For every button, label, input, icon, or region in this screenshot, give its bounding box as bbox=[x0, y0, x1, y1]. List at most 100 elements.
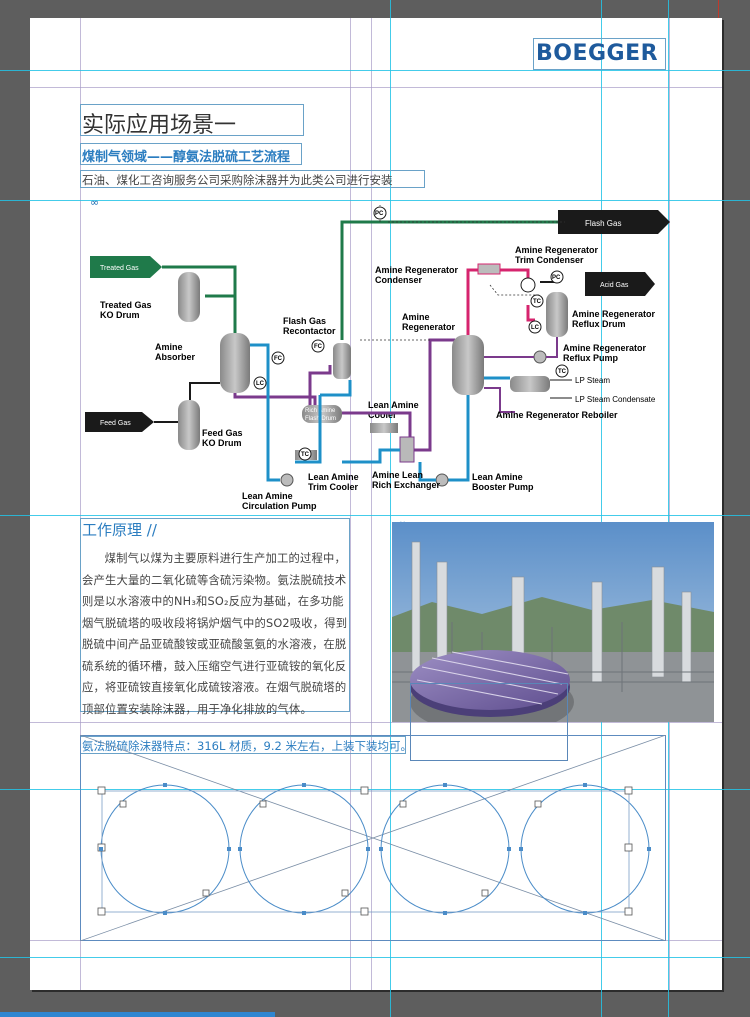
principle-frame[interactable] bbox=[80, 518, 350, 712]
tc-label-1: TC bbox=[301, 452, 310, 458]
label-recontactor-1: Flash Gas bbox=[283, 316, 326, 326]
label-treated-gas-ko-2: KO Drum bbox=[100, 310, 140, 320]
fc-instrument-1 bbox=[271, 351, 285, 365]
graphic-frame-placeholder[interactable] bbox=[80, 735, 666, 941]
plant-photo[interactable] bbox=[392, 522, 714, 722]
ruler-guide-v3[interactable] bbox=[668, 0, 669, 1017]
logo-frame[interactable] bbox=[533, 38, 666, 70]
label-acid-gas: Acid Gas bbox=[600, 282, 629, 289]
flash-gas-recontactor bbox=[333, 343, 351, 379]
tc-instrument-2 bbox=[530, 294, 544, 308]
flash-gas-arrow bbox=[558, 210, 670, 234]
lc-label-1: LC bbox=[256, 381, 265, 387]
label-booster-pump-1: Lean Amine bbox=[472, 472, 523, 482]
treated-gas-arrow bbox=[90, 256, 162, 278]
label-trim-cooler-1: Lean Amine bbox=[308, 472, 359, 482]
label-flash-gas: Flash Gas bbox=[585, 219, 621, 228]
label-recontactor-2: Recontactor bbox=[283, 326, 336, 336]
tc-instrument-1 bbox=[298, 447, 312, 461]
margin-guide-left bbox=[80, 18, 81, 990]
bleed-mark-top-right bbox=[718, 0, 719, 18]
label-lp-steam-condensate: LP Steam Condensate bbox=[575, 395, 656, 404]
title-frame[interactable] bbox=[80, 104, 304, 136]
amine-regenerator-reflux-drum bbox=[546, 292, 568, 337]
label-reboiler: Amine Regenerator Reboiler bbox=[496, 410, 618, 420]
ruler-guide-v1[interactable] bbox=[390, 0, 391, 1017]
label-regenerator-1: Amine bbox=[402, 312, 430, 322]
amine-regenerator-trim-condenser bbox=[520, 277, 536, 293]
link-icon[interactable]: ∞ bbox=[90, 196, 100, 209]
image-selection-frame[interactable] bbox=[410, 683, 568, 761]
pc-instrument-1 bbox=[373, 206, 387, 220]
scroll-progress-bar[interactable] bbox=[0, 1012, 275, 1017]
tc-label-2: TC bbox=[533, 299, 542, 305]
lean-amine-cooler bbox=[370, 423, 398, 433]
pc-label-1: PC bbox=[375, 211, 384, 217]
ruler-guide-h1[interactable] bbox=[0, 70, 750, 71]
amine-regenerator-reboiler bbox=[510, 376, 550, 392]
label-feed-gas-ko-1: Feed Gas bbox=[202, 428, 243, 438]
fc-instrument-2 bbox=[311, 339, 325, 353]
treated-gas-ko-drum bbox=[178, 272, 200, 322]
margin-guide-center-right bbox=[371, 18, 372, 990]
label-trim-cooler-2: Trim Cooler bbox=[308, 482, 359, 492]
label-circulation-pump-1: Lean Amine bbox=[242, 491, 293, 501]
label-trim-condenser-2: Trim Condenser bbox=[515, 255, 584, 265]
label-treated-gas: Treated Gas bbox=[100, 265, 139, 272]
label-regenerator-2: Regenerator bbox=[402, 322, 456, 332]
feature-text: 氨法脱硫除沫器特点：316L 材质，9.2 米左右，上装下装均可。 bbox=[82, 739, 412, 753]
label-reflux-pump-1: Amine Regenerator bbox=[563, 343, 647, 353]
boegger-logo: BOEGGER bbox=[536, 41, 659, 66]
feed-gas-ko-drum bbox=[178, 400, 200, 450]
amine-regenerator bbox=[452, 335, 484, 395]
pc-instrument-2 bbox=[550, 270, 564, 284]
page-subtitle: 煤制气领域——醇氨法脱硫工艺流程 bbox=[82, 150, 291, 165]
ruler-guide-h3[interactable] bbox=[0, 515, 750, 516]
description-frame[interactable] bbox=[80, 170, 425, 188]
margin-guide-top bbox=[30, 87, 722, 88]
ruler-guide-h2[interactable] bbox=[0, 200, 750, 201]
label-circulation-pump-2: Circulation Pump bbox=[242, 501, 317, 511]
label-reflux-drum-1: Amine Regenerator bbox=[572, 309, 656, 319]
margin-guide-right bbox=[669, 18, 670, 990]
feed-gas-arrow bbox=[85, 412, 154, 432]
label-exchanger-2: Rich Exchanger bbox=[372, 480, 441, 490]
document-page[interactable] bbox=[30, 18, 722, 990]
label-reflux-drum-2: Reflux Drum bbox=[572, 319, 626, 329]
label-amine-absorber-2: Absorber bbox=[155, 352, 196, 362]
label-cooler-2: Cooler bbox=[368, 410, 397, 420]
acid-gas-arrow bbox=[585, 272, 655, 296]
label-amine-absorber-1: Amine bbox=[155, 342, 183, 352]
label-feed-gas: Feed Gas bbox=[100, 420, 131, 427]
tc-instrument-3 bbox=[555, 364, 569, 378]
label-lp-steam: LP Steam bbox=[575, 376, 610, 385]
label-reflux-pump-2: Reflux Pump bbox=[563, 353, 619, 363]
amine-regenerator-reflux-pump bbox=[533, 350, 547, 364]
amine-regenerator-condenser bbox=[477, 263, 501, 275]
ruler-guide-h4[interactable] bbox=[0, 789, 750, 790]
label-treated-gas-ko-1: Treated Gas bbox=[100, 300, 152, 310]
label-condenser-2: Condenser bbox=[375, 275, 423, 285]
pc-label-2: PC bbox=[552, 275, 561, 281]
lc-instrument-2 bbox=[528, 320, 542, 334]
lc-label-2: LC bbox=[531, 325, 540, 331]
label-cooler-1: Lean Amine bbox=[368, 400, 419, 410]
rich-amine-flash-drum bbox=[302, 405, 342, 423]
principle-paragraph: 煤制气以煤为主要原料进行生产加工的过程中，会产生大量的二氧化硫等含硫污染物。氨法… bbox=[82, 552, 348, 716]
process-flow-diagram: Flash Gas Treated Gas Treated Gas KO Dru… bbox=[85, 205, 670, 511]
circle-shape-2 bbox=[239, 784, 369, 914]
subtitle-frame[interactable] bbox=[80, 143, 302, 165]
margin-guide-mid bbox=[30, 722, 722, 723]
label-exchanger-1: Amine Lean bbox=[372, 470, 423, 480]
principle-heading: 工作原理 // bbox=[82, 521, 157, 539]
amine-absorber bbox=[220, 333, 250, 393]
lc-instrument-1 bbox=[253, 376, 267, 390]
margin-guide-center-left bbox=[350, 18, 351, 990]
ruler-guide-h5[interactable] bbox=[0, 957, 750, 958]
ruler-guide-v2[interactable] bbox=[601, 0, 602, 1017]
label-feed-gas-ko-2: KO Drum bbox=[202, 438, 242, 448]
fc-label-1: FC bbox=[274, 356, 283, 362]
label-condenser-1: Amine Regenerator bbox=[375, 265, 459, 275]
amine-lean-rich-exchanger bbox=[399, 436, 415, 463]
tc-label-3: TC bbox=[558, 369, 567, 375]
